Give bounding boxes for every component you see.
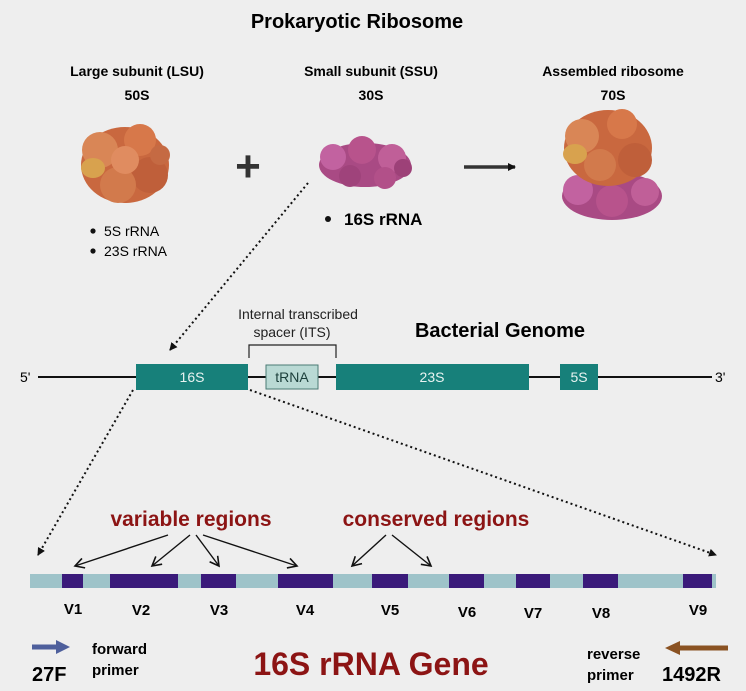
- region-v2: V2: [132, 602, 150, 619]
- gene-5s-label: 5S: [570, 369, 587, 385]
- region-v3: V3: [210, 602, 228, 619]
- lsu-name: Large subunit (LSU): [70, 63, 204, 79]
- diagram-title: Prokaryotic Ribosome: [251, 11, 463, 33]
- lsu-rrna-5s: 5S rRNA: [104, 223, 160, 239]
- genome-title: Bacterial Genome: [415, 320, 585, 342]
- lsu-value: 50S: [125, 87, 150, 103]
- its-label-line1: Internal transcribed: [238, 306, 358, 322]
- plus-sign: +: [235, 142, 261, 191]
- reverse-primer-label-2: primer: [587, 667, 634, 684]
- gene-trna-label: tRNA: [275, 369, 309, 385]
- forward-primer-name: 27F: [32, 664, 66, 686]
- its-bracket: [248, 344, 337, 358]
- variable-region-pointers: [73, 534, 299, 569]
- gene-title: 16S rRNA Gene: [253, 646, 488, 682]
- reverse-primer-name: 1492R: [662, 664, 721, 686]
- ssu-value: 30S: [359, 87, 384, 103]
- region-v4: V4: [296, 602, 315, 619]
- genome-3prime: 3': [715, 369, 725, 385]
- assembled-ribosome-illustration: [562, 109, 662, 220]
- forward-primer-label-1: forward: [92, 641, 147, 658]
- region-v7: V7: [524, 605, 542, 622]
- ssu-rrna-16s: 16S rRNA: [344, 210, 422, 229]
- zoom-line-left: [37, 389, 134, 556]
- reverse-primer-label-1: reverse: [587, 646, 640, 663]
- variable-regions-label: variable regions: [110, 508, 271, 531]
- region-v6: V6: [458, 604, 476, 621]
- forward-primer-arrow: [32, 640, 70, 654]
- its-label-line2: spacer (ITS): [253, 324, 330, 340]
- gene-23s: 23S: [336, 364, 529, 390]
- region-v5: V5: [381, 602, 399, 619]
- assembled-value: 70S: [601, 87, 626, 103]
- gene-trna: tRNA: [265, 364, 319, 390]
- genome-5prime: 5': [20, 369, 30, 385]
- conserved-regions-label: conserved regions: [343, 508, 530, 531]
- ssu-name: Small subunit (SSU): [304, 63, 438, 79]
- lsu-rrna-23s: 23S rRNA: [104, 243, 168, 259]
- region-v8: V8: [592, 605, 610, 622]
- forward-primer-label-2: primer: [92, 662, 139, 679]
- region-v9: V9: [689, 602, 707, 619]
- ssu-illustration: [319, 136, 412, 189]
- lsu-illustration: [81, 124, 170, 203]
- gene-16s-label: 16S: [180, 369, 205, 385]
- assembled-name: Assembled ribosome: [542, 63, 684, 79]
- gene-5s: 5S: [560, 364, 598, 390]
- region-labels: V1 V2 V3 V4 V5 V6 V7 V8 V9: [64, 601, 707, 622]
- ssu-to-16s-arrow: [169, 182, 309, 351]
- region-v1: V1: [64, 601, 82, 618]
- variable-blocks: [62, 574, 712, 588]
- ssu-rrna-list: 16S rRNA: [325, 210, 422, 229]
- zoom-line-right: [249, 389, 717, 557]
- lsu-rrna-list: 5S rRNA 23S rRNA: [90, 223, 168, 259]
- gene-23s-label: 23S: [420, 369, 445, 385]
- reverse-primer-arrow: [665, 641, 728, 655]
- conserved-region-pointers: [350, 534, 433, 568]
- gene-16s: 16S: [136, 364, 248, 390]
